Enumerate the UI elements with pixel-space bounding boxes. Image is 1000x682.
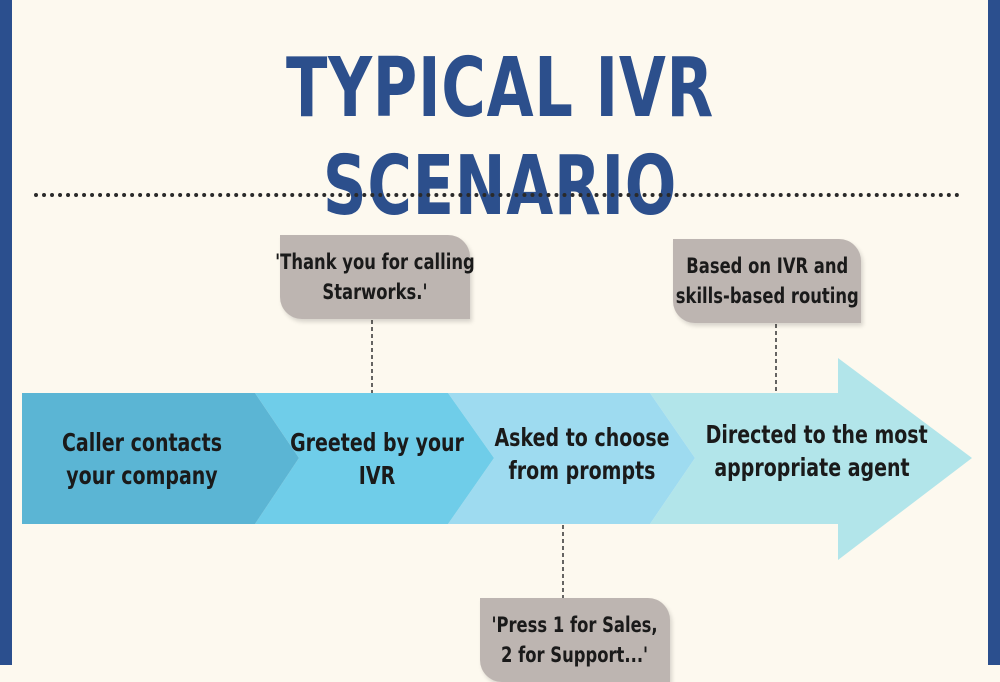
frame-right-border	[988, 0, 1000, 665]
dotted-divider	[34, 193, 960, 197]
arrow-segment-2	[255, 393, 494, 524]
process-arrow-diagram	[22, 320, 972, 600]
arrow-segment-3	[448, 393, 695, 524]
arrow-segment-1	[22, 393, 299, 524]
arrow-segment-4	[650, 358, 972, 560]
frame-left-border	[0, 0, 12, 665]
callout-prompts: 'Press 1 for Sales,2 for Support...'	[480, 598, 670, 682]
page-title: TYPICAL IVR SCENARIO	[285, 41, 715, 235]
